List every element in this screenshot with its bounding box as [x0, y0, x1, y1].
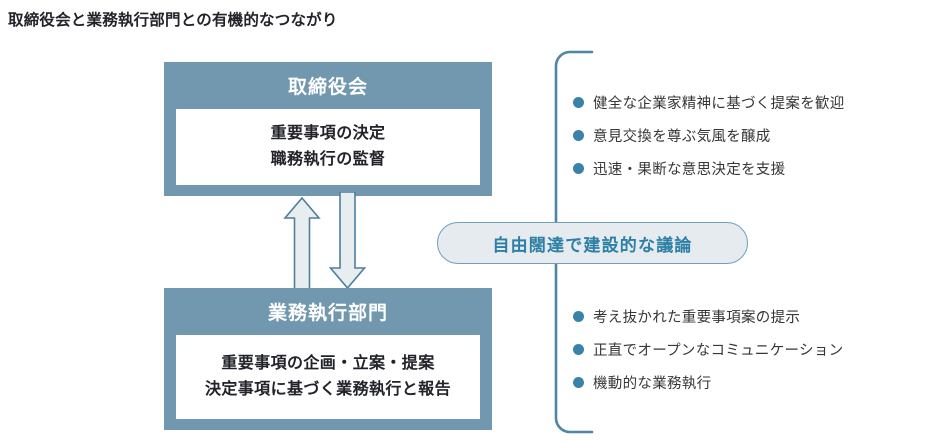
discussion-pill-label: 自由闊達で建設的な議論: [492, 235, 693, 255]
board-duty-line-1: 重要事項の決定: [270, 125, 386, 143]
left-bracket-icon: [554, 50, 594, 434]
list-item-label: 迅速・果断な意思決定を支援: [593, 162, 786, 178]
execution-division-title: 業務執行部門: [267, 303, 388, 324]
list-item: 正直でオープンなコミュニケーション: [573, 333, 843, 366]
list-item: 機動的な業務執行: [573, 366, 843, 399]
list-item-label: 正直でオープンなコミュニケーション: [593, 343, 844, 359]
execution-commitments-list: 考え抜かれた重要事項案の提示 正直でオープンなコミュニケーション 機動的な業務執…: [573, 300, 843, 399]
arrow-down-icon: [328, 192, 367, 290]
list-item: 健全な企業家精神に基づく提案を歓迎: [573, 86, 845, 119]
execution-division-duties: 重要事項の企画・立案・提案 決定事項に基づく業務執行と報告: [176, 335, 480, 419]
filled-circle-bullet-icon: [573, 97, 584, 108]
list-item: 考え抜かれた重要事項案の提示: [573, 300, 843, 333]
arrow-up-icon: [283, 196, 321, 294]
filled-circle-bullet-icon: [573, 311, 584, 322]
list-item-label: 意見交換を尊ぶ気風を醸成: [593, 129, 771, 145]
filled-circle-bullet-icon: [573, 130, 584, 141]
board-expectations-list: 健全な企業家精神に基づく提案を歓迎 意見交換を尊ぶ気風を醸成 迅速・果断な意思決…: [573, 86, 845, 185]
board-of-directors-duties: 重要事項の決定 職務執行の監督: [176, 109, 480, 185]
filled-circle-bullet-icon: [573, 344, 584, 355]
filled-circle-bullet-icon: [573, 163, 584, 174]
board-of-directors-box: 取締役会 重要事項の決定 職務執行の監督: [164, 62, 492, 196]
discussion-pill: 自由闊達で建設的な議論: [437, 222, 748, 264]
list-item-label: 機動的な業務執行: [593, 376, 712, 392]
execution-division-box: 業務執行部門 重要事項の企画・立案・提案 決定事項に基づく業務執行と報告: [164, 288, 492, 430]
filled-circle-bullet-icon: [573, 377, 584, 388]
list-item-label: 健全な企業家精神に基づく提案を歓迎: [593, 96, 845, 112]
execution-duty-line-1: 重要事項の企画・立案・提案: [221, 355, 435, 373]
list-item: 意見交換を尊ぶ気風を醸成: [573, 119, 845, 152]
bidirectional-arrows: [283, 192, 367, 294]
page-title: 取締役会と業務執行部門との有機的なつながり: [8, 12, 338, 29]
board-of-directors-title: 取締役会: [287, 77, 368, 98]
list-item-label: 考え抜かれた重要事項案の提示: [593, 310, 801, 326]
execution-duty-line-2: 決定事項に基づく業務執行と報告: [204, 381, 451, 398]
list-item: 迅速・果断な意思決定を支援: [573, 152, 845, 185]
board-duty-line-2: 職務執行の監督: [270, 151, 386, 168]
